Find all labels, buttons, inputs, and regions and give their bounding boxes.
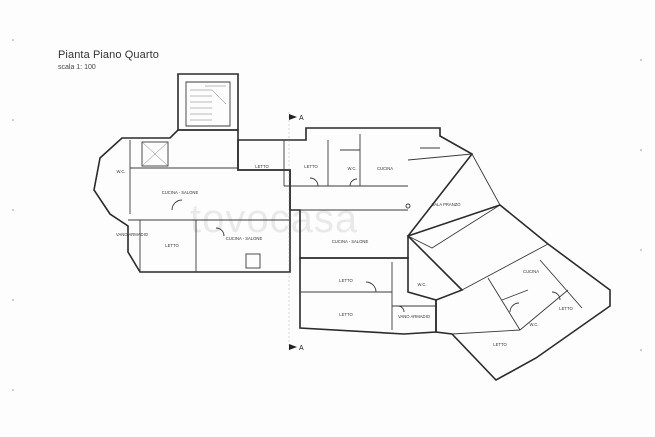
room-label-wc-mid: W.C.	[417, 282, 426, 287]
room-label-letto-br: LETTO	[493, 342, 507, 347]
room-label-letto-bottom: LETTO	[339, 312, 353, 317]
room-label-vano-armadio: VANO ARMADIO	[116, 232, 149, 237]
room-label-wc-top: W.C.	[347, 166, 356, 171]
room-labels: W.C. CUCINA - SALONE VANO ARMADIO LETTO …	[116, 164, 573, 347]
room-label-cucina-salone-center: CUCINA - SALONE	[332, 239, 369, 244]
room-label-letto-mid: LETTO	[339, 278, 353, 283]
lower-middle-apartment	[299, 257, 437, 335]
scan-edge-marks	[12, 39, 642, 391]
room-label-letto-top1: LETTO	[255, 164, 269, 169]
room-label-letto-right: LETTO	[559, 306, 573, 311]
watermark: tovocasa	[190, 197, 358, 241]
room-label-cucina-right: CUCINA	[523, 269, 539, 274]
right-wing-apartment	[406, 204, 611, 381]
room-label-wc-right: W.C.	[529, 322, 538, 327]
left-apartment	[93, 129, 291, 273]
stair-block	[177, 73, 239, 131]
room-label-sala-pranzo: SALA PRANZO	[431, 202, 461, 207]
room-label-cucina-salone-left: CUCINA - SALONE	[162, 190, 199, 195]
room-label-cucina-top: CUCINA	[377, 166, 393, 171]
plan-scale: scala 1: 100	[58, 64, 96, 71]
section-mark-bottom: A	[299, 345, 304, 352]
room-label-letto-top2: LETTO	[304, 164, 318, 169]
room-label-cucina-salone-mid: CUCINA - SALONE	[226, 236, 263, 241]
section-line-a: A A	[288, 112, 304, 352]
central-apartment	[237, 127, 501, 259]
section-mark-top: A	[299, 115, 304, 122]
room-label-vano-armadio-mid: VANO ARMADIO	[398, 314, 431, 319]
room-label-wc-left: W.C.	[116, 169, 125, 174]
room-label-letto-left: LETTO	[165, 243, 179, 248]
plan-title: Pianta Piano Quarto	[58, 49, 159, 61]
